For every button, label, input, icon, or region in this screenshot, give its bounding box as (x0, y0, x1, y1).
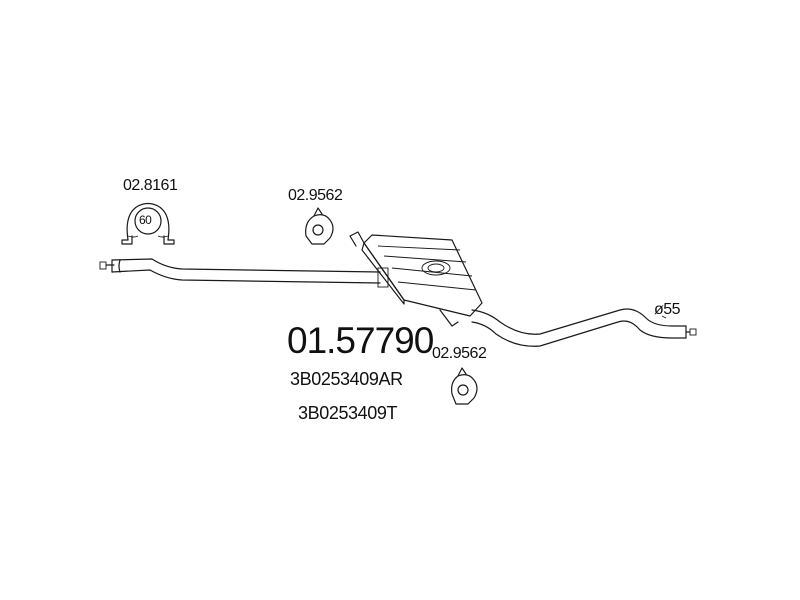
clamp-size-label: 60 (139, 213, 152, 227)
tail-pipe (471, 308, 697, 347)
part-number: 01.57790 (287, 320, 434, 361)
rubber-mount-1-icon (305, 207, 334, 245)
rubber-mount-1-ref-label: 02.9562 (288, 187, 343, 204)
diameter-leader (661, 315, 667, 319)
clamp-ref-label: 02.8161 (123, 177, 178, 194)
outlet-diameter-label: ø55 (654, 301, 681, 318)
oe-number-2: 3B0253409T (298, 403, 398, 423)
rubber-mount-2-ref-label: 02.9562 (432, 345, 487, 362)
rubber-mount-2-icon (451, 367, 478, 405)
clamp-icon (121, 202, 175, 245)
middle-silencer (349, 231, 483, 327)
front-pipe (99, 258, 389, 288)
oe-number-1: 3B0253409AR (290, 369, 403, 389)
